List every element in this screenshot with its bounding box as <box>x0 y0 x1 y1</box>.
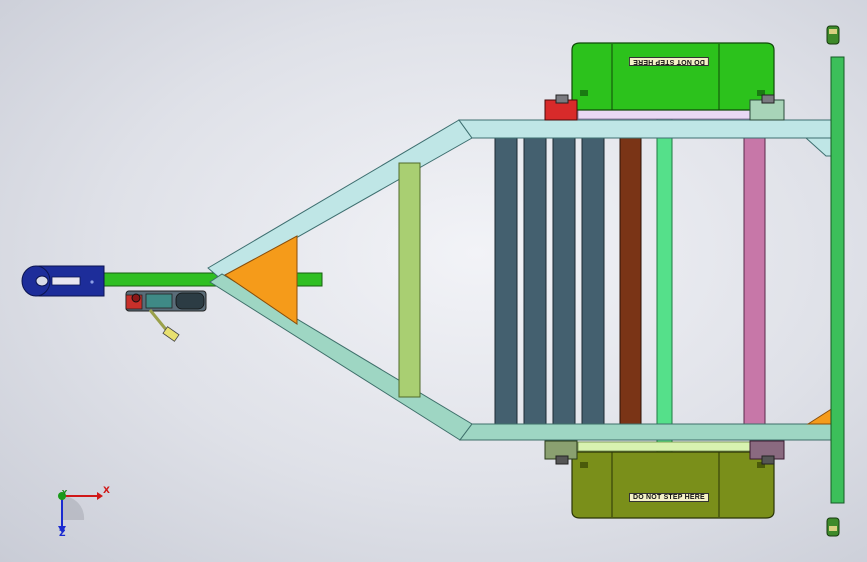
a-frame-lower-arm[interactable] <box>209 273 473 441</box>
rear-side-rail[interactable] <box>830 56 845 504</box>
spring-bottom[interactable] <box>577 441 775 452</box>
main-rail-lower[interactable] <box>459 423 834 441</box>
fender-top[interactable] <box>571 42 775 111</box>
axis-z-label: Z <box>59 529 66 539</box>
spring-hanger-bottom-left[interactable] <box>544 440 578 465</box>
rear-bracket-bottom[interactable] <box>806 407 834 425</box>
a-frame-cross-member[interactable] <box>398 162 421 398</box>
spring-hanger-top-left[interactable] <box>544 94 578 121</box>
coordinate-triad <box>58 492 103 533</box>
rear-bracket-top[interactable] <box>804 137 834 157</box>
fender-warning-label-top: DO NOT STEP HERE <box>629 57 709 66</box>
cross-bar-4[interactable] <box>581 135 605 425</box>
fender-warning-label-bottom: DO NOT STEP HERE <box>629 493 709 502</box>
cross-bar-1[interactable] <box>494 135 518 425</box>
cross-bar-2[interactable] <box>523 135 547 425</box>
cross-bar-3[interactable] <box>552 135 576 425</box>
coupler[interactable] <box>21 265 105 297</box>
rear-light-bottom[interactable] <box>826 517 840 537</box>
spring-top[interactable] <box>577 109 775 120</box>
axis-x-label: X <box>103 486 110 496</box>
spring-hanger-bottom-right[interactable] <box>749 440 785 465</box>
gusset-plate[interactable] <box>224 235 298 325</box>
a-frame-upper-arm[interactable] <box>207 119 473 281</box>
cross-bar-rust[interactable] <box>619 135 642 425</box>
jack-assembly[interactable] <box>125 290 207 342</box>
fender-bottom[interactable] <box>571 451 775 519</box>
main-rail-upper[interactable] <box>458 119 834 139</box>
rear-light-top[interactable] <box>826 25 840 45</box>
axis-y-label: Y <box>62 489 68 497</box>
cross-bar-pink[interactable] <box>743 135 766 425</box>
axle[interactable] <box>656 111 673 453</box>
spring-hanger-top-right[interactable] <box>749 94 785 121</box>
